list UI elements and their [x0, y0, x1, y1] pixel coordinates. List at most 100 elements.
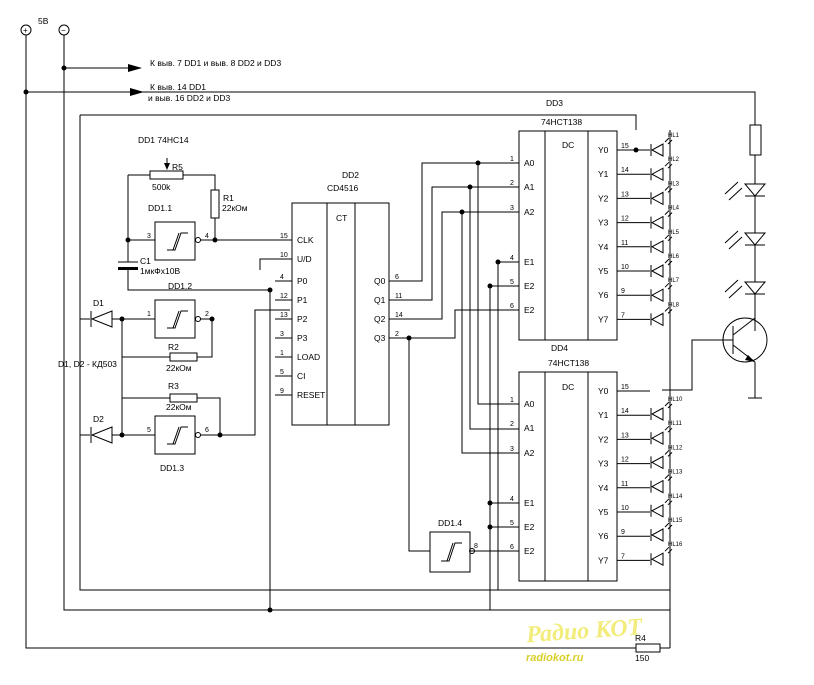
decoder-out-name: Y1 — [598, 169, 609, 179]
ic-dd4 — [518, 371, 618, 582]
dd2-out-num: 6 — [395, 274, 399, 281]
dd2-pin-num: 13 — [280, 312, 288, 319]
diode-d1 — [90, 310, 113, 328]
dd2-out-num: 11 — [395, 293, 402, 300]
decoder-in-name: A1 — [524, 182, 535, 192]
decoder-out-name: Y7 — [598, 314, 609, 324]
decoder-out-name: Y7 — [598, 555, 609, 565]
led-icon — [650, 288, 664, 303]
led-label: HL11 — [668, 421, 683, 427]
led-icon — [650, 143, 664, 157]
schmitt-gate-dd1-2 — [154, 299, 201, 339]
ic-dd3 — [518, 130, 618, 341]
r4-value: 150 — [635, 653, 649, 663]
led-label: HL8 — [668, 302, 680, 308]
decoder-out-num: 10 — [621, 264, 629, 271]
led-label: HL16 — [668, 542, 683, 548]
r1-value: 22кОм — [222, 203, 248, 213]
decoder-out-name: Y4 — [598, 242, 609, 252]
led-label: HL4 — [668, 206, 680, 212]
led-icon — [650, 455, 664, 470]
led-icon — [650, 239, 664, 254]
led-label: HL5 — [668, 230, 680, 236]
light-arrow-icon — [664, 161, 673, 169]
decoder-out-num: 11 — [621, 240, 628, 247]
decoder-in-name: E2 — [524, 546, 535, 556]
decoder-out-num: 10 — [621, 505, 629, 512]
decoder-in-num: 6 — [510, 544, 514, 551]
decoder-out-num: 15 — [621, 143, 629, 150]
vcc-note-1: К выв. 14 DD1 — [150, 82, 206, 92]
r2-label: R2 — [168, 342, 179, 352]
led-string-icon — [743, 183, 767, 197]
decoder-out-num: 9 — [621, 288, 625, 295]
decoder-in-name: A2 — [524, 448, 535, 458]
resistor-r1 — [210, 189, 220, 219]
dd2-pin-name: CLK — [297, 235, 314, 245]
dd2-out-name: Q1 — [374, 295, 386, 305]
led-label: HL6 — [668, 254, 680, 260]
led-label: HL14 — [668, 494, 683, 500]
light-arrow-icon — [724, 230, 743, 250]
r1-label: R1 — [223, 193, 234, 203]
light-arrow-icon — [724, 181, 743, 201]
light-arrow-icon — [664, 307, 673, 314]
supply-rails — [25, 35, 756, 649]
dd2-pin-num: 1 — [280, 350, 284, 357]
decoder-in-num: 2 — [510, 180, 514, 187]
led-string-icon — [743, 232, 767, 246]
led-string-icon — [743, 281, 767, 295]
dd2-pin-name: LOAD — [297, 352, 320, 362]
decoder-out-num: 13 — [621, 191, 629, 198]
led-label: HL12 — [668, 445, 683, 451]
dd2-ud-wire — [259, 258, 275, 270]
dd2-out-name: Q0 — [374, 276, 386, 286]
decoder-out-num: 13 — [621, 432, 629, 439]
decoder-in-name: E2 — [524, 281, 535, 291]
r3-value: 22кОм — [166, 402, 192, 412]
dd2-out-name: Q2 — [374, 314, 386, 324]
dd2-pin-num: 10 — [280, 252, 288, 259]
led-icon — [650, 312, 664, 327]
dd3-part: 74HCT138 — [541, 117, 582, 127]
led-icon — [650, 191, 664, 206]
dd3-func: DC — [562, 140, 574, 150]
light-arrow-icon — [664, 137, 673, 145]
led-icon — [650, 552, 664, 567]
led-icon — [650, 264, 664, 278]
minus-terminal: − — [58, 24, 70, 36]
light-arrow-icon — [664, 450, 673, 457]
led-label: HL13 — [668, 470, 683, 476]
decoder-in-name: E1 — [524, 257, 535, 267]
decoder-in-num: 1 — [510, 397, 514, 404]
led-label: HL7 — [668, 278, 680, 284]
junctions — [23, 65, 639, 613]
diode-note: D1, D2 - КД503 — [58, 359, 117, 369]
r3-label: R3 — [168, 381, 179, 391]
decoder-in-num: 2 — [510, 421, 514, 428]
d1-label: D1 — [93, 298, 104, 308]
led-label: HL1 — [668, 133, 680, 139]
led-icon — [650, 431, 664, 446]
pin-label: 4 — [205, 233, 209, 240]
decoder-in-name: A0 — [524, 399, 535, 409]
decoder-out-num: 7 — [621, 553, 625, 560]
decoder-in-num: 6 — [510, 303, 514, 310]
dd1-1-label: DD1.1 — [148, 203, 172, 213]
led-icon — [650, 528, 664, 542]
decoder-out-name: Y3 — [598, 459, 609, 469]
r5-label: R5 — [172, 162, 183, 172]
dd4-func: DC — [562, 382, 574, 392]
dd1-3-label: DD1.3 — [160, 463, 184, 473]
decoder-in-num: 1 — [510, 156, 514, 163]
decoder-out-name: Y2 — [598, 193, 609, 203]
decoder-out-name: Y5 — [598, 507, 609, 517]
decoder-in-name: E2 — [524, 305, 535, 315]
decoder-out-num: 12 — [621, 216, 629, 223]
decoder-out-num: 7 — [621, 312, 625, 319]
led-label: HL15 — [668, 518, 683, 524]
led-icon — [650, 407, 664, 421]
pin-label: 8 — [474, 543, 478, 550]
dd2-pin-num: 12 — [280, 293, 288, 300]
